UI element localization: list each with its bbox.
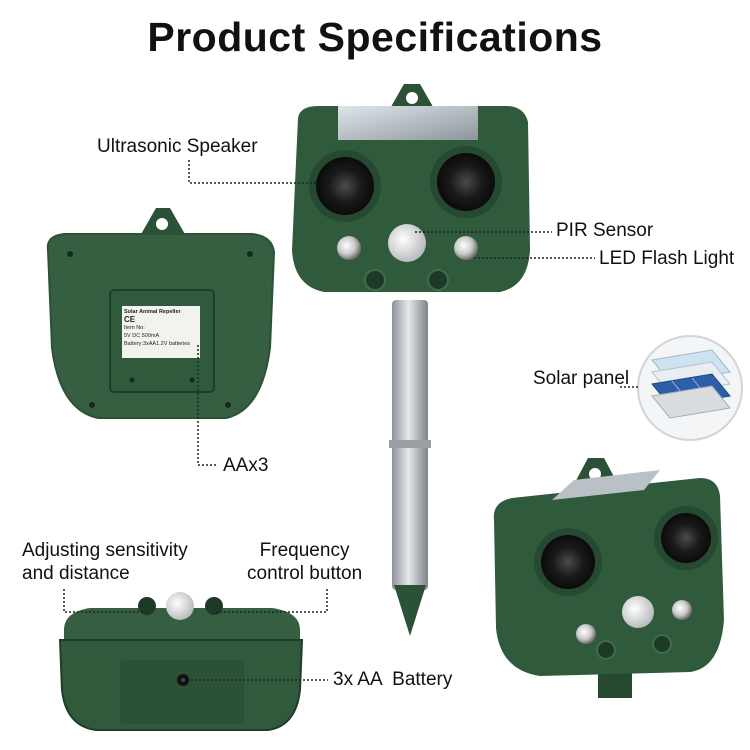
label-pir-sensor: PIR Sensor — [556, 220, 654, 241]
page-title: Product Specifications — [147, 14, 603, 60]
label-adjusting-sensitivity: Adjusting sensitivity and distance — [22, 540, 188, 586]
label-aax3: AAx3 — [223, 455, 269, 476]
label-line-item: Item No: — [124, 325, 145, 331]
label-led-flash-light: LED Flash Light — [599, 248, 735, 269]
label-frequency-line1: Frequency — [259, 540, 350, 561]
label-ce-mark: CE — [124, 315, 136, 324]
label-battery: 3x AA Battery — [333, 669, 453, 690]
label-adjusting-line2: and distance — [22, 562, 130, 584]
label-line-battery: Battery:3xAA1.2V batteries — [124, 341, 191, 347]
label-solar-panel: Solar panel — [533, 368, 630, 389]
label-line-title: Solar Animal Repeller — [124, 309, 181, 315]
label-line-power: 5V DC 500mA — [124, 333, 160, 339]
label-frequency-line2: control button — [247, 562, 363, 584]
label-adjusting-line1: Adjusting sensitivity — [22, 540, 188, 561]
label-ultrasonic-speaker: Ultrasonic Speaker — [97, 136, 258, 157]
label-frequency-control: Frequency control button — [247, 540, 362, 586]
product-label-sticker: Solar Animal Repeller CE Item No: 5V DC … — [124, 308, 198, 356]
